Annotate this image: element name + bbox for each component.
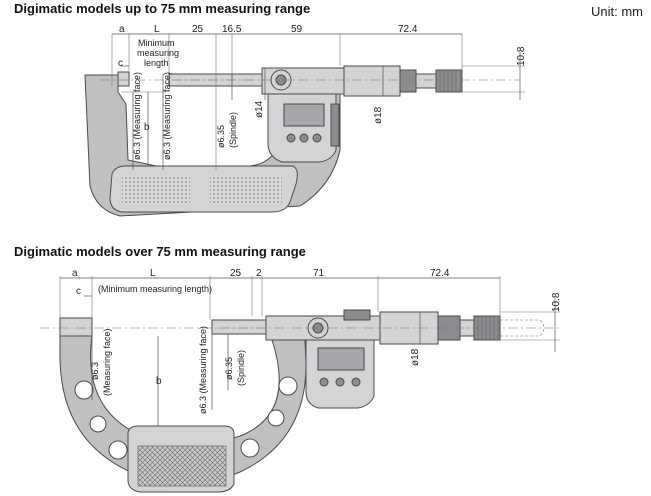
large-dim-b: b (156, 376, 162, 387)
large-dim-2: 2 (256, 268, 262, 279)
small-dim-d14: ø14 (254, 100, 265, 118)
small-button-1 (286, 133, 296, 143)
small-dim-b: b (144, 122, 150, 133)
large-dim-25: 25 (230, 268, 242, 279)
large-frame-hole-3 (108, 440, 128, 460)
large-dim-c: c (76, 286, 81, 297)
large-dim-10-8: 10.8 (551, 292, 562, 312)
large-meas-face-left-label: (Measuring face) (102, 328, 112, 396)
large-spindle (211, 319, 267, 335)
small-insulator-dots-left (122, 176, 190, 204)
large-button-2 (335, 377, 345, 387)
small-thimble (399, 69, 417, 93)
large-ratchet-travel (500, 319, 545, 337)
small-ratchet-knurl (439, 70, 461, 92)
large-button-1 (319, 377, 329, 387)
small-dim-16-5: 16.5 (222, 24, 242, 35)
small-spindle-dia: ø6.35 (216, 125, 226, 148)
small-ratchet (435, 69, 463, 93)
small-dim-10-8: 10.8 (516, 46, 527, 66)
large-button-3 (351, 377, 361, 387)
large-insulator-hatch (137, 445, 227, 487)
small-min-length-3: length (144, 58, 169, 68)
large-dim-L: L (150, 268, 156, 279)
large-frame-hole-6 (278, 376, 298, 396)
large-dim-a: a (72, 268, 78, 279)
small-model-heading: Digimatic models up to 75 mm measuring r… (14, 1, 311, 16)
large-dim-71: 71 (313, 268, 325, 279)
small-meas-face-left: ø6.3 (Measuring face) (132, 72, 142, 160)
small-dim-59: 59 (291, 24, 303, 35)
large-model-heading: Digimatic models over 75 mm measuring ra… (14, 244, 306, 259)
large-spindle-dia: ø6.35 (224, 357, 234, 380)
large-frame-hole-5 (267, 409, 285, 427)
large-frame-hole-4 (240, 438, 260, 458)
small-display-side (330, 103, 340, 147)
small-sleeve (343, 65, 401, 97)
large-dim-d18: ø18 (410, 348, 421, 366)
small-display-screen (283, 103, 325, 127)
small-min-length-1: Minimum (138, 38, 175, 48)
small-min-length-2: measuring (137, 48, 179, 58)
large-dim-72-4: 72.4 (430, 268, 450, 279)
unit-label: Unit: mm (591, 4, 643, 19)
large-micrometer: a L 25 2 71 72.4 c (Minimum measuring le… (40, 268, 562, 493)
large-frame-hole-2 (89, 415, 107, 433)
small-dim-L: L (154, 24, 160, 35)
small-dim-a: a (119, 24, 125, 35)
small-spindle-label: (Spindle) (228, 112, 238, 148)
small-micrometer: a L 25 16.5 59 72.4 Minimum measuring le… (84, 24, 527, 217)
large-spindle-label: (Spindle) (236, 350, 246, 386)
large-lock-collar (343, 309, 371, 321)
small-anvil (117, 71, 130, 87)
small-insulator-dots-right (210, 176, 282, 204)
small-meas-face-right: ø6.3 (Measuring face) (162, 72, 172, 160)
small-dim-72-4: 72.4 (398, 24, 418, 35)
small-dim-25: 25 (192, 24, 204, 35)
large-meas-face-left-dia: ø6.3 (90, 362, 100, 380)
large-extension-lines (59, 276, 560, 341)
large-display-screen (317, 347, 365, 371)
large-frame-hole-1 (74, 380, 94, 400)
small-button-2 (299, 133, 309, 143)
small-ratchet-neck (415, 73, 437, 89)
large-anvil (59, 317, 93, 337)
large-meas-face-right: ø6.3 (Measuring face) (198, 326, 208, 414)
small-dim-c: c (118, 58, 123, 69)
large-min-length: (Minimum measuring length) (98, 284, 212, 294)
small-button-3 (312, 133, 322, 143)
small-dim-d18: ø18 (373, 106, 384, 124)
